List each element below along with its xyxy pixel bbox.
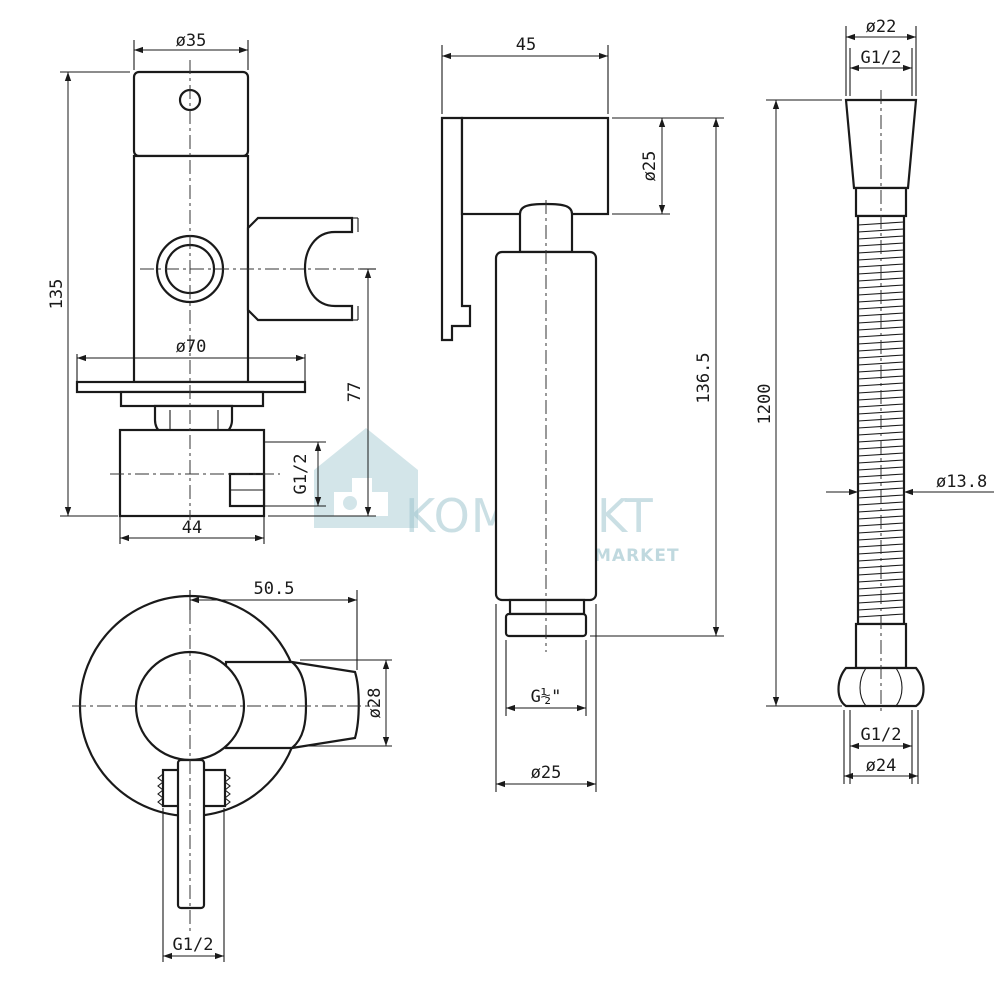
dim-hose-length: 1200 bbox=[755, 384, 775, 425]
hose-dimensions: ø22 G1/2 1200 ø13.8 G1/2 ø24 bbox=[755, 17, 994, 784]
dim-hose-diameter: ø13.8 bbox=[936, 472, 987, 492]
hose-view bbox=[837, 90, 925, 712]
valve-top-holder bbox=[224, 660, 360, 750]
dim-hose-nut-diameter: ø24 bbox=[866, 756, 897, 776]
sprayer-dimensions: 45 ø25 136.5 G½" ø25 bbox=[441, 35, 724, 792]
hose-coil-line bbox=[857, 228, 905, 233]
dim-sprayer-thread: G½" bbox=[531, 687, 562, 707]
dim-hose-top-thread: G1/2 bbox=[861, 48, 902, 68]
valve-top-thread-teeth bbox=[157, 773, 231, 807]
dim-box-width: 44 bbox=[182, 518, 202, 538]
hose-bottom-nut bbox=[837, 666, 925, 708]
hose-coil-line bbox=[857, 536, 905, 541]
hose-coil-line bbox=[857, 529, 905, 534]
hose-coil-line bbox=[857, 459, 905, 464]
hose-coil-line bbox=[857, 410, 905, 415]
dim-holder-width: 50.5 bbox=[254, 579, 295, 599]
hose-coil-line bbox=[857, 452, 905, 457]
hose-coil-line bbox=[857, 284, 905, 289]
valve-front-view bbox=[75, 60, 370, 520]
dim-sprayer-body-diameter: ø25 bbox=[531, 763, 562, 783]
hose-coil-line bbox=[857, 361, 905, 366]
hose-coil-line bbox=[857, 354, 905, 359]
dim-plate-diameter: ø70 bbox=[176, 337, 207, 357]
hose-coil-line bbox=[857, 578, 905, 583]
valve-top-view bbox=[72, 594, 380, 935]
hose-coil-line bbox=[857, 403, 905, 408]
hose-coil-line bbox=[857, 585, 905, 590]
valve-front-dimensions: ø35 135 ø70 77 G1/2 44 bbox=[47, 31, 376, 544]
dim-holder-diameter: ø28 bbox=[365, 688, 385, 719]
dim-sprayer-width: 45 bbox=[516, 35, 536, 55]
hose-coil-line bbox=[857, 235, 905, 240]
watermark-sub: MARKET bbox=[594, 546, 680, 566]
valve-handle-cap bbox=[132, 70, 250, 158]
dim-sprayer-head-diameter: ø25 bbox=[640, 151, 660, 182]
dim-valve-bottom-thread: G1/2 bbox=[173, 935, 214, 955]
hose-coil-line bbox=[857, 487, 905, 492]
dim-outlet-height: 77 bbox=[345, 382, 365, 402]
dim-hose-bottom-thread: G1/2 bbox=[861, 725, 902, 745]
dim-valve-height: 135 bbox=[47, 279, 67, 310]
valve-plate bbox=[75, 380, 307, 394]
hose-coil-line bbox=[857, 305, 905, 310]
valve-top-dimensions: 50.5 ø28 G1/2 bbox=[162, 579, 392, 962]
dim-hose-top-diameter: ø22 bbox=[866, 17, 897, 37]
dim-sprayer-length: 136.5 bbox=[694, 352, 714, 403]
hose-coil-line bbox=[857, 480, 905, 485]
watermark-house-icon bbox=[314, 428, 418, 528]
dim-inlet-thread: G1/2 bbox=[291, 454, 311, 495]
sprayer-head bbox=[460, 116, 610, 216]
valve-top-pipe bbox=[176, 758, 206, 910]
hose-coil-line bbox=[857, 312, 905, 317]
valve-plate-ring bbox=[119, 390, 265, 408]
sprayer-tip-ring bbox=[508, 598, 586, 616]
sprayer-view bbox=[440, 116, 610, 652]
hose-coil-line bbox=[857, 277, 905, 282]
dim-valve-diameter: ø35 bbox=[176, 31, 207, 51]
